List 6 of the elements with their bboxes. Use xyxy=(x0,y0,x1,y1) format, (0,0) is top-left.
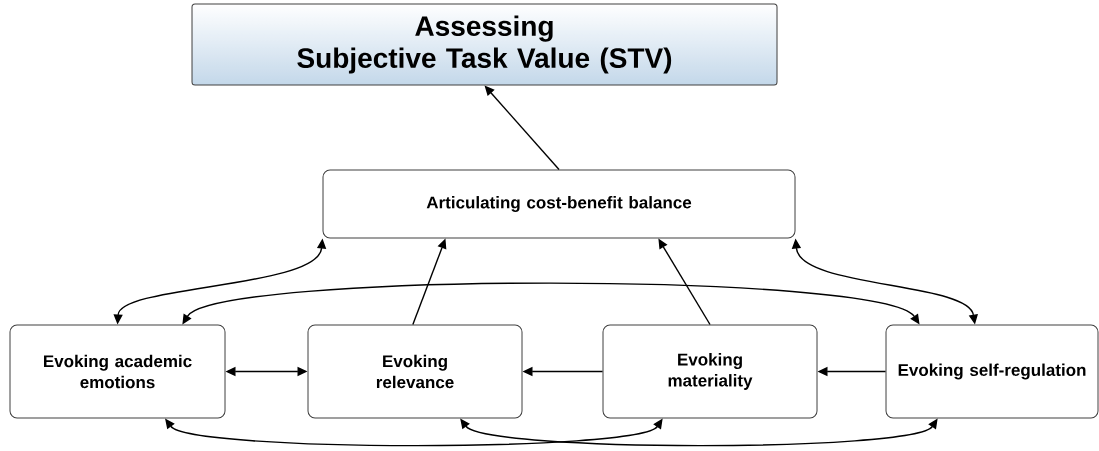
title-box: Assessing Subjective Task Value (STV) xyxy=(191,3,778,86)
process-box: Evoking materiality xyxy=(602,324,818,419)
process-box: Evoking self-regulation xyxy=(885,324,1099,419)
process-box: Evoking relevance xyxy=(307,324,523,419)
process-box: Evoking academic emotions xyxy=(9,324,226,419)
process-box: Articulating cost-benefit balance xyxy=(322,169,796,239)
